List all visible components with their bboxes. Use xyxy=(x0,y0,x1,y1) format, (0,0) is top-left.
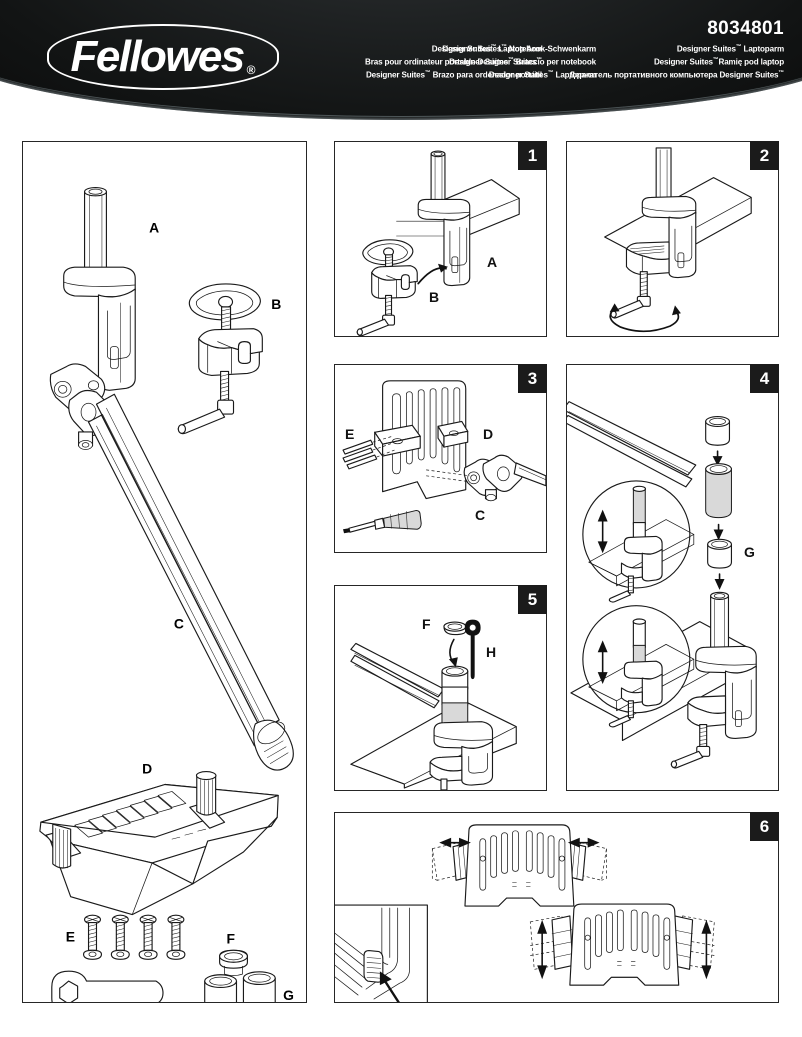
title-column-english-french-spanish: Designer Suites™ Laptop Arm Bras pour or… xyxy=(180,42,542,81)
step-2-diagram xyxy=(604,147,752,333)
title-line: Designer Suites™ Braccio per notebook xyxy=(449,57,596,67)
clamp-part xyxy=(356,239,418,336)
page-header: Fellowes ® 8034801 Designer Suites™ Lapt… xyxy=(0,0,802,124)
step-6-panel: 6 xyxy=(334,812,779,1003)
title-line: Designer Suites™ Laptoparm xyxy=(676,44,784,54)
arm-connector xyxy=(463,454,546,502)
step-number-badge: 2 xyxy=(750,141,779,170)
header-highlight-arc xyxy=(0,0,802,117)
part-label-b: B xyxy=(271,296,281,312)
registered-trademark-mark: ® xyxy=(246,63,256,77)
latch-detail-inset xyxy=(335,904,428,1002)
title-line: Держатель портативного компьютера Design… xyxy=(569,70,784,80)
detail-callout-high xyxy=(582,480,695,603)
step-number-badge: 1 xyxy=(518,141,547,170)
part-label-a: A xyxy=(149,219,159,235)
step-4-panel: 4 G xyxy=(566,364,779,791)
brand-wordmark: Fellowes xyxy=(70,32,246,81)
tray-depth-adjust xyxy=(529,903,715,986)
step-6-diagram xyxy=(335,824,715,1002)
title-line: Bras pour ordinateur portable Designer S… xyxy=(365,57,542,67)
step-5-diagram xyxy=(350,619,517,790)
step-4-label-g: G xyxy=(744,544,755,560)
detail-callout-low xyxy=(582,605,695,728)
part-label-g: G xyxy=(283,987,294,1002)
title-column-nordic-polish-russian: Designer Suites™ Laptoparm Designer Suit… xyxy=(520,42,784,81)
part-label-c: C xyxy=(174,616,184,632)
step-1-diagram xyxy=(356,150,520,336)
part-e-screws-illustration xyxy=(83,914,186,960)
parts-diagram: A xyxy=(39,186,294,1002)
title-line: Designer Suites™Ramię pod laptop xyxy=(653,57,784,67)
part-a-post-illustration xyxy=(63,186,136,391)
step-3-diagram xyxy=(342,380,546,534)
step-5-panel: 5 F H xyxy=(334,585,547,791)
title-line: Designer Suites™ Laptoparm xyxy=(488,70,596,80)
tray-horizontal-adjust xyxy=(431,824,607,907)
part-label-e: E xyxy=(66,928,75,944)
step-1-panel: 1 A B xyxy=(334,141,547,337)
step-3-label-d: D xyxy=(483,426,494,442)
step-number-badge: 4 xyxy=(750,364,779,393)
wrench-tool xyxy=(464,619,481,680)
step-4-diagram xyxy=(567,401,757,769)
title-line: Designer Suites™ Brazo para ordenador po… xyxy=(365,70,542,80)
step-number-badge: 6 xyxy=(750,812,779,841)
step-3-label-e: E xyxy=(345,426,355,442)
part-label-d: D xyxy=(142,761,152,777)
title-line: Designer Suites™ Notebook-Schwenkarm xyxy=(442,44,596,54)
step-1-label-a: A xyxy=(487,254,498,270)
title-line: Designer Suites™ Laptop Arm xyxy=(431,44,542,54)
part-d-platform-illustration xyxy=(39,771,279,916)
part-label-f: F xyxy=(227,930,236,946)
screws-insertion xyxy=(342,435,395,470)
fellowes-logo: Fellowes ® xyxy=(47,24,279,90)
part-h-wrench-illustration xyxy=(51,970,164,1002)
step-number-badge: 5 xyxy=(518,585,547,614)
step-2-panel: 2 xyxy=(566,141,779,337)
step-3-label-c: C xyxy=(475,507,486,523)
product-code: 8034801 xyxy=(707,18,784,39)
part-c-arm-illustration xyxy=(49,363,294,771)
part-b-clamp-illustration xyxy=(177,283,263,435)
step-5-label-h: H xyxy=(486,644,497,660)
step-3-panel: 3 E D C xyxy=(334,364,547,553)
screwdriver-icon xyxy=(343,509,422,534)
step-5-label-f: F xyxy=(422,616,431,632)
part-g-spacers-illustration xyxy=(204,971,276,1002)
parts-identification-panel: A xyxy=(22,141,307,1003)
step-number-badge: 3 xyxy=(518,364,547,393)
step-1-label-b: B xyxy=(429,289,440,305)
title-column-german-italian-dutch: Designer Suites™ Notebook-Schwenkarm Des… xyxy=(380,42,596,81)
part-f-cap-illustration xyxy=(219,949,248,977)
